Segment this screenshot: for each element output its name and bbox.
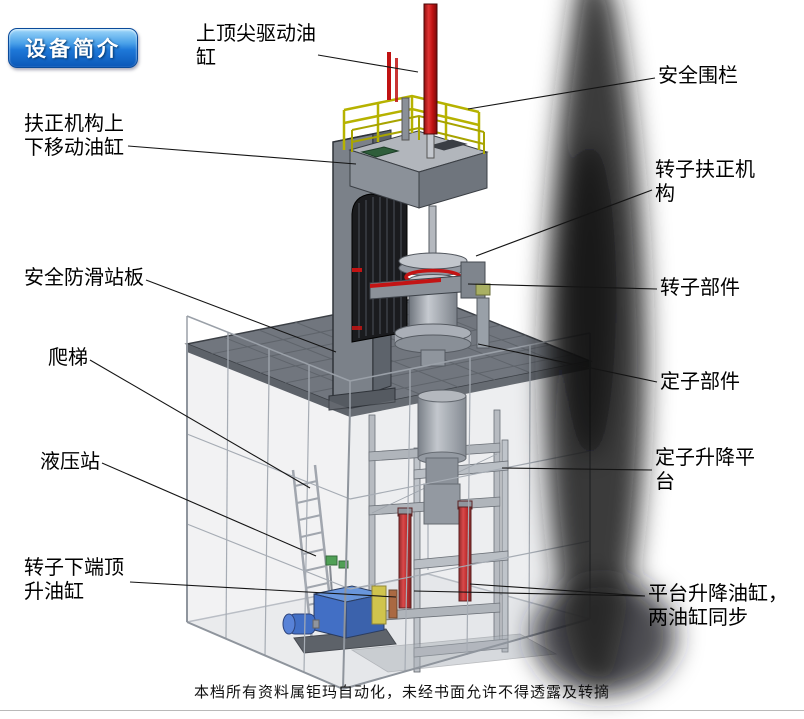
label-hydraulic-station: 液压站 <box>40 451 100 473</box>
shadow-smudge <box>532 0 676 694</box>
label-stator-lifting-platform: 定子升降平台 <box>655 447 755 494</box>
stator-cylinder <box>417 389 467 525</box>
hydraulic-station-shape <box>282 555 398 654</box>
label-safety-fence: 安全围栏 <box>658 65 738 87</box>
label-rotor-centering-mechanism: 转子扶正机构 <box>655 159 755 206</box>
label-antislip-standing-plate: 安全防滑站板 <box>24 267 144 289</box>
label-ladder: 爬梯 <box>48 347 88 369</box>
label-rotor-component: 转子部件 <box>660 277 740 299</box>
label-rotor-bottom-jack-cylinder: 转子下端顶升油缸 <box>24 557 124 604</box>
safety-railing-shape <box>342 94 485 154</box>
centering-arm <box>369 261 491 349</box>
head-box <box>348 130 489 209</box>
top-tip-cylinder-shape <box>387 3 438 159</box>
label-centering-updown-cylinder: 扶正机构上下移动油缸 <box>24 113 124 160</box>
copyright-notice: 本档所有资料属钜玛自动化，未经书面允许不得透露及转摘 <box>193 685 610 701</box>
title-badge: 设备简介 <box>8 28 138 68</box>
bottom-divider <box>0 710 804 711</box>
press-column <box>328 129 408 411</box>
safety-fence-shape <box>186 315 591 690</box>
label-stator-component: 定子部件 <box>660 371 740 393</box>
leader-lines <box>89 54 658 598</box>
label-platform-lift-cylinders: 平台升降油缸，两油缸同步 <box>648 583 788 630</box>
label-top-tip-drive-cylinder: 上顶尖驱动油缸 <box>196 23 316 70</box>
